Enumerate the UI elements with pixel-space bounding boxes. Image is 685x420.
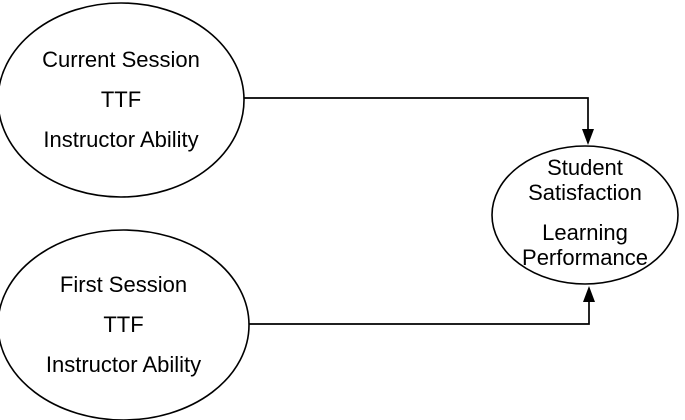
- first-session-line-2: TTF: [103, 312, 144, 337]
- current-session-ellipse: [0, 2, 245, 198]
- arrowhead-up-icon: [583, 286, 595, 302]
- outcome-line-satisfaction: Satisfaction: [528, 179, 642, 205]
- current-session-label: Current Session TTF Instructor Ability: [0, 3, 244, 197]
- first-session-ellipse: [0, 229, 250, 420]
- current-session-line-2: TTF: [100, 87, 142, 112]
- outcome-ellipse: [491, 145, 679, 285]
- first-session-label: First Session TTF Instructor Ability: [0, 230, 249, 420]
- current-session-line-3: Instructor Ability: [43, 127, 199, 152]
- outcome-line-learning: Learning: [542, 219, 628, 245]
- current-session-line-1: Current Session: [42, 47, 200, 72]
- arrow-first-session-to-outcome: [249, 301, 590, 325]
- outcome-line-student: Student: [547, 154, 623, 180]
- first-session-line-1: First Session: [59, 272, 188, 297]
- arrowhead-down-icon: [582, 129, 594, 145]
- first-session-line-3: Instructor Ability: [45, 352, 202, 377]
- outcome-paragraph-performance: Learning Performance: [522, 220, 648, 270]
- outcome-label: Student Satisfaction Learning Performanc…: [492, 143, 678, 281]
- outcome-paragraph-satisfaction: Student Satisfaction: [528, 155, 642, 205]
- arrow-current-session-to-outcome: [244, 97, 589, 130]
- outcome-line-performance: Performance: [522, 244, 648, 270]
